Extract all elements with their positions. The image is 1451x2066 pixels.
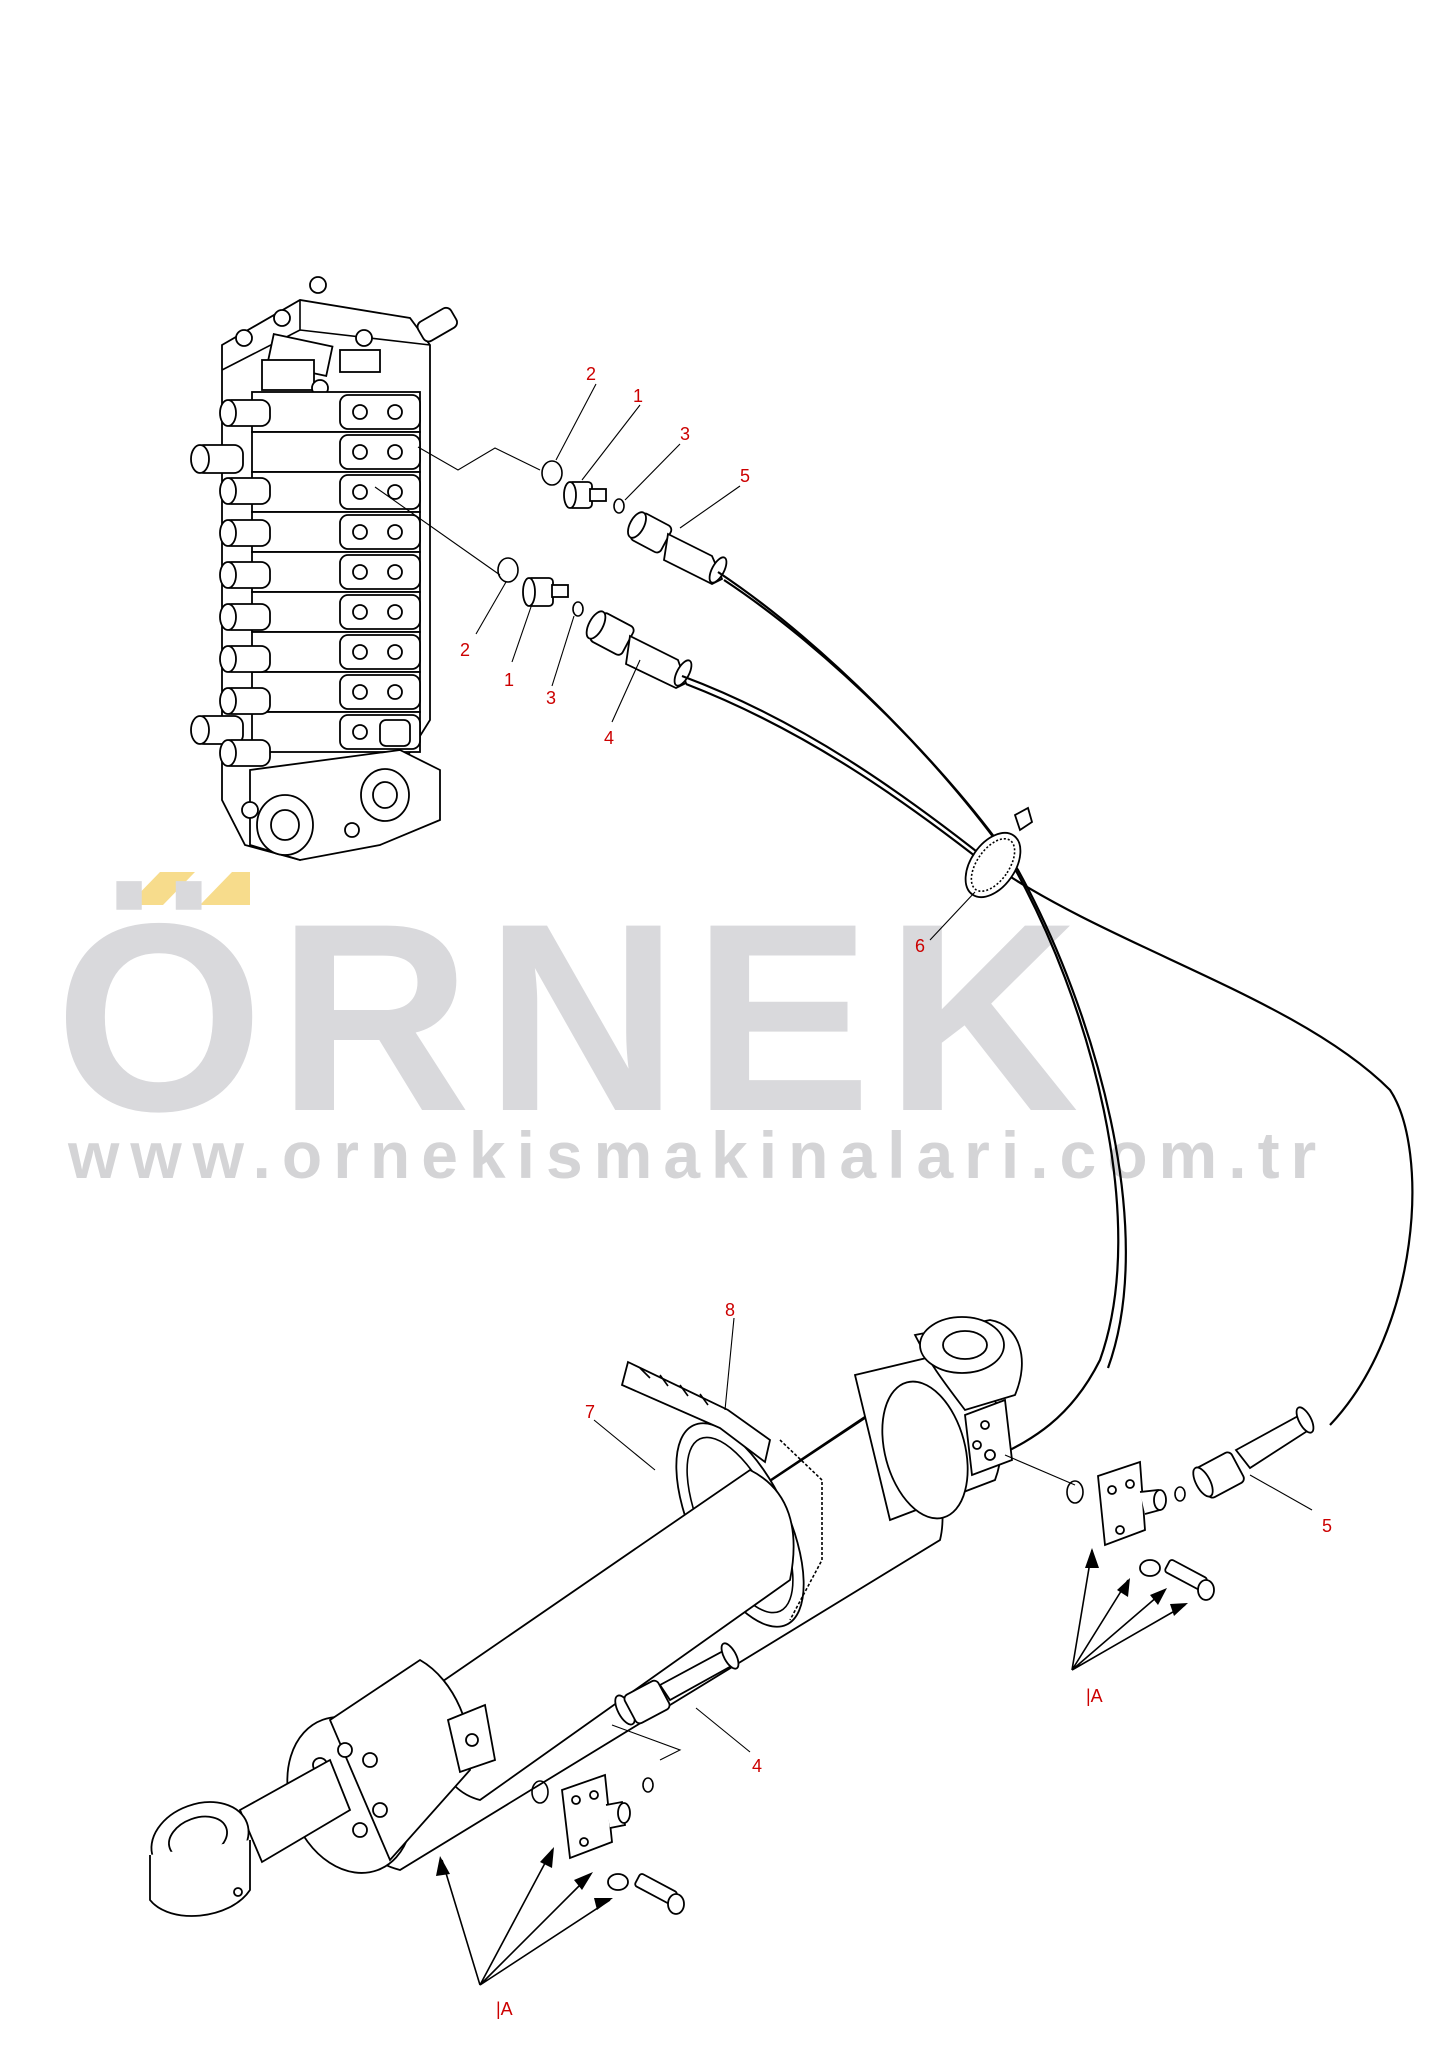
callout-small-oring-lower: 3 <box>546 688 556 708</box>
watermark: ÖRNEK www.ornekismakinalari.com.tr <box>55 867 1327 1192</box>
valve-sections <box>251 391 421 753</box>
hose-upper-2 <box>723 579 1127 1369</box>
callout-small-oring-upper: 3 <box>680 424 690 444</box>
callout-view-head-side: |A <box>496 1999 513 2019</box>
hose-lower-2 <box>685 682 1004 879</box>
view-arrows-rod-side <box>1071 1548 1188 1671</box>
callout-adapter-lower: 1 <box>504 670 514 690</box>
lower-fitting-set <box>497 557 693 690</box>
hose-lower <box>681 674 1414 1426</box>
watermark-umlaut-left <box>128 872 195 905</box>
watermark-url: www.ornekismakinalari.com.tr <box>67 1118 1327 1192</box>
view-arrows-head-side <box>436 1847 613 1986</box>
watermark-brand: ÖRNEK <box>55 867 1093 1167</box>
rod-side-fittings <box>1004 1406 1315 1601</box>
spool-ends <box>190 399 271 767</box>
flange-head-side <box>561 1773 631 1860</box>
callout-hose-end-lower: 4 <box>604 728 614 748</box>
port-leader-lower <box>374 486 501 576</box>
hose-end-upper <box>627 511 728 586</box>
bolt-head-side <box>607 1873 685 1915</box>
hose-end-lower <box>585 610 693 690</box>
callout-oring-upper: 2 <box>586 364 596 384</box>
upper-fitting-set <box>541 460 728 586</box>
adapter-lower <box>522 577 569 607</box>
callout-strap: 8 <box>725 1300 735 1320</box>
hoses <box>681 571 1414 1456</box>
callout-oring-lower: 2 <box>460 640 470 660</box>
leader-lines <box>475 383 1313 1753</box>
oring-lower <box>497 557 519 583</box>
bolt-rod-side <box>1139 1559 1215 1601</box>
flange-rod-side <box>1097 1460 1167 1547</box>
callout-adapter-upper: 1 <box>633 386 643 406</box>
hose-clamp <box>964 806 1034 898</box>
watermark-umlaut-right <box>200 872 250 905</box>
callout-cylinder-head-hose: 4 <box>752 1756 762 1776</box>
port-leader-upper <box>417 446 541 471</box>
hose-end-rod-side <box>1192 1406 1315 1499</box>
callout-cylinder-rod-hose: 5 <box>1322 1516 1332 1536</box>
small-oring-lower <box>572 601 584 617</box>
callouts: 2 1 3 5 2 1 3 4 6 7 8 5 4 |A |A <box>460 364 1332 2019</box>
control-valve <box>190 276 458 861</box>
oring-upper <box>541 460 563 486</box>
head-side-fittings <box>531 1642 740 1915</box>
callout-view-rod-side: |A <box>1086 1686 1103 1706</box>
hose-end-head-side <box>614 1642 740 1726</box>
callout-hose-end-upper: 5 <box>740 466 750 486</box>
callout-clamp: 6 <box>915 936 925 956</box>
callout-band: 7 <box>585 1402 595 1422</box>
hydraulic-cylinder <box>149 1316 1023 1917</box>
small-oring-upper <box>613 498 625 514</box>
adapter-upper <box>563 481 607 509</box>
